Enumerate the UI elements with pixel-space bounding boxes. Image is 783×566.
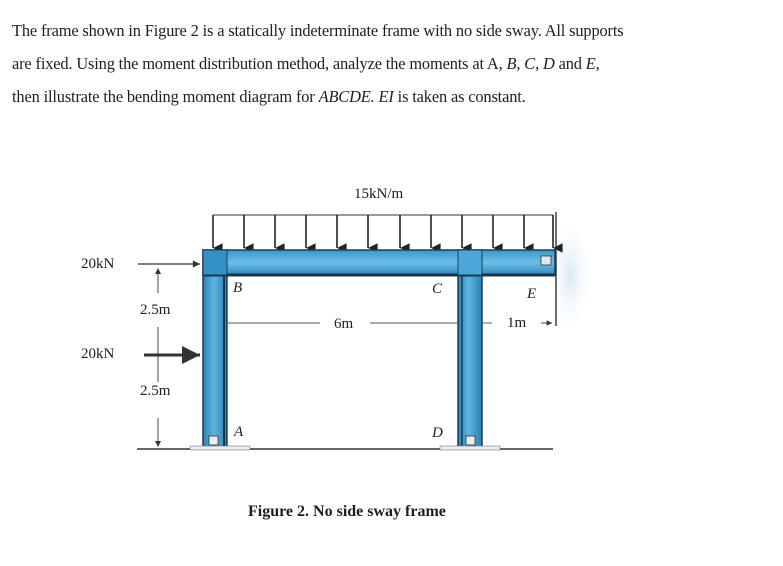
load-top-label: 20kN	[81, 256, 115, 272]
text: ,	[516, 54, 525, 73]
node-ref-c: C	[524, 54, 536, 73]
node-ref-d: D	[542, 54, 555, 73]
dim-upper-label: 2.5m	[140, 302, 171, 318]
node-d-label: D	[432, 425, 443, 441]
column-ab	[202, 249, 228, 449]
figure-caption: Figure 2. No side sway frame	[248, 503, 446, 520]
column-cd	[457, 249, 483, 449]
load-mid-label: 20kN	[81, 346, 115, 362]
problem-line-1: The frame shown in Figure 2 is a statica…	[12, 14, 772, 47]
problem-line-3: then illustrate the bending moment diagr…	[12, 80, 772, 113]
distributed-load-arrows	[212, 214, 563, 253]
text: ,	[595, 54, 600, 73]
text: is taken as constant.	[393, 87, 526, 106]
text: are fixed. Using the moment distribution…	[12, 54, 507, 73]
node-ref-b: B	[506, 54, 517, 73]
node-e-label: E	[527, 286, 537, 302]
frame-ref: ABCDE.	[318, 87, 375, 106]
text: and	[554, 54, 586, 73]
node-b-label: B	[233, 280, 243, 296]
overhang-label: 1m	[507, 315, 527, 331]
text: The frame shown in Figure 2 is a statica…	[12, 21, 624, 40]
beam-be	[202, 249, 556, 277]
problem-line-2: are fixed. Using the moment distribution…	[12, 47, 772, 80]
span-label: 6m	[334, 316, 354, 332]
text: ,	[535, 54, 543, 73]
node-a-label: A	[234, 424, 244, 440]
ei-ref: EI	[378, 87, 394, 106]
node-ref-e: E	[585, 54, 596, 73]
udl-label: 15kN/m	[354, 186, 404, 202]
ground-line	[137, 435, 553, 451]
node-c-label: C	[432, 281, 443, 297]
text: then illustrate the bending moment diagr…	[12, 87, 319, 106]
dim-lower-label: 2.5m	[140, 383, 171, 399]
problem-statement: The frame shown in Figure 2 is a statica…	[12, 14, 772, 113]
height-dimension	[155, 268, 161, 447]
